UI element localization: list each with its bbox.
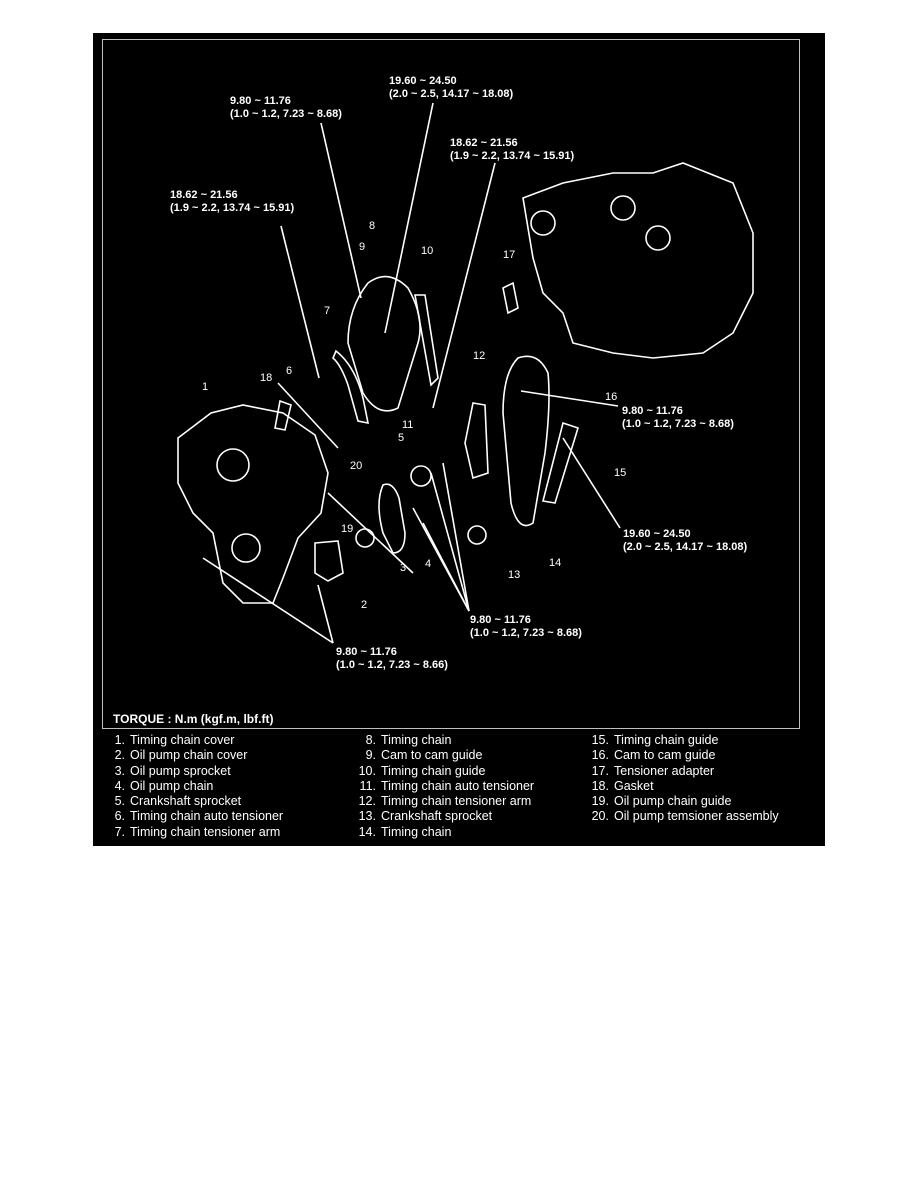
diagram-frame: [102, 39, 800, 729]
leader-line: [562, 437, 621, 529]
tensioner-arm-7: [332, 349, 370, 425]
callout-8: 8: [369, 220, 376, 232]
leader-line: [280, 225, 320, 379]
cam-sprocket: [645, 225, 671, 251]
leader-line: [442, 462, 470, 612]
callout-10: 10: [421, 245, 434, 257]
leader-line: [277, 382, 339, 449]
legend-item: 3.Oil pump sprocket: [114, 763, 231, 778]
leader-line: [202, 557, 334, 644]
callout-15: 15: [614, 467, 627, 479]
torque-spec: 9.80 ~ 11.76(1.0 ~ 1.2, 7.23 ~ 8.68): [470, 614, 582, 639]
legend-item: 13.Crankshaft sprocket: [358, 809, 493, 824]
callout-18: 18: [260, 372, 273, 384]
leader-line: [384, 102, 434, 334]
leader-line: [430, 472, 470, 612]
legend-item: 10.Timing chain guide: [358, 763, 486, 778]
torque-spec: 18.62 ~ 21.56(1.9 ~ 2.2, 13.74 ~ 15.91): [450, 137, 575, 162]
timing-chain-guide-10: [414, 294, 439, 387]
timing-chain-8: [347, 275, 421, 412]
water-pump: [216, 448, 250, 482]
legend-item: 5.Crankshaft sprocket: [114, 794, 242, 809]
callout-6: 6: [286, 365, 293, 377]
oil-pump-sprocket-3: [355, 528, 375, 548]
timing-chain-14: [502, 355, 550, 527]
leader-line: [327, 492, 414, 574]
leader-line: [320, 122, 362, 299]
callout-9: 9: [359, 241, 366, 253]
callout-16: 16: [605, 391, 618, 403]
torque-spec: 9.80 ~ 11.76(1.0 ~ 1.2, 7.23 ~ 8.66): [336, 646, 448, 671]
legend-column: 1.Timing chain cover 2.Oil pump chain co…: [107, 733, 284, 840]
callout-2: 2: [361, 599, 368, 611]
callout-14: 14: [549, 557, 562, 569]
legend-item: 16.Cam to cam guide: [591, 748, 716, 763]
legend-item: 6.Timing chain auto tensioner: [114, 809, 284, 824]
leader-line: [422, 522, 470, 612]
legend-item: 17.Tensioner adapter: [591, 763, 715, 778]
leader-line: [520, 390, 619, 407]
callout-11: 11: [402, 419, 414, 431]
torque-spec: 18.62 ~ 21.56(1.9 ~ 2.2, 13.74 ~ 15.91): [170, 189, 295, 214]
timing-chain-exploded-view: [177, 102, 754, 644]
legend-item: 20.Oil pump temsioner assembly: [591, 809, 779, 824]
cam-sprocket: [610, 195, 636, 221]
legend-column: 15.Timing chain guide 16.Cam to cam guid…: [591, 733, 779, 825]
callout-13: 13: [508, 569, 521, 581]
parts-legend: 1.Timing chain cover 2.Oil pump chain co…: [107, 733, 819, 843]
torque-units-label: TORQUE : N.m (kgf.m, lbf.ft): [113, 712, 274, 726]
tensioner-arm-12: [464, 402, 489, 480]
torque-spec: 9.80 ~ 11.76(1.0 ~ 1.2, 7.23 ~ 8.68): [622, 405, 734, 430]
gasket-18: [274, 399, 292, 431]
oil-pump-chain-4: [378, 483, 406, 554]
legend-item: 7.Timing chain tensioner arm: [114, 824, 281, 839]
tensioner-adapter-17: [502, 281, 519, 315]
legend-item: 19.Oil pump chain guide: [591, 794, 732, 809]
legend-item: 14.Timing chain: [358, 824, 452, 839]
crankshaft-sprocket-5: [410, 465, 432, 487]
legend-item: 4.Oil pump chain: [114, 778, 214, 793]
leader-line: [317, 584, 334, 644]
legend-item: 12.Timing chain tensioner arm: [358, 794, 532, 809]
torque-spec: 19.60 ~ 24.50(2.0 ~ 2.5, 14.17 ~ 18.08): [623, 528, 748, 553]
legend-item: 15.Timing chain guide: [591, 733, 719, 747]
timing-chain-cover-1: [177, 404, 329, 604]
crank-seal: [231, 533, 261, 563]
callout-3: 3: [400, 562, 407, 574]
legend-column: 8.Timing chain 9.Cam to cam guide 10.Tim…: [358, 733, 535, 840]
callout-5: 5: [398, 432, 405, 444]
callout-4: 4: [425, 558, 432, 570]
legend-item: 2.Oil pump chain cover: [114, 748, 248, 763]
legend-item: 11.Timing chain auto tensioner: [359, 778, 535, 793]
legend-item: 8.Timing chain: [365, 733, 452, 747]
engine-block: [522, 162, 754, 359]
legend-item: 9.Cam to cam guide: [365, 748, 483, 763]
callout-7: 7: [324, 305, 331, 317]
chain-guide-15: [542, 421, 579, 504]
legend-item: 18.Gasket: [591, 778, 654, 793]
cam-sprocket: [530, 210, 556, 236]
callout-20: 20: [350, 460, 363, 472]
callout-1: 1: [202, 381, 209, 393]
leader-line: [432, 162, 496, 409]
diagram-panel: 19.60 ~ 24.50(2.0 ~ 2.5, 14.17 ~ 18.08) …: [93, 33, 825, 846]
torque-spec: 9.80 ~ 11.76(1.0 ~ 1.2, 7.23 ~ 8.68): [230, 95, 342, 120]
oil-pump-chain-cover-2: [314, 540, 344, 582]
torque-spec: 19.60 ~ 24.50(2.0 ~ 2.5, 14.17 ~ 18.08): [389, 75, 514, 100]
crankshaft-sprocket-13: [467, 525, 487, 545]
legend-item: 1.Timing chain cover: [114, 733, 235, 747]
callout-12: 12: [473, 350, 486, 362]
callout-17: 17: [503, 249, 516, 261]
callout-19: 19: [341, 523, 354, 535]
